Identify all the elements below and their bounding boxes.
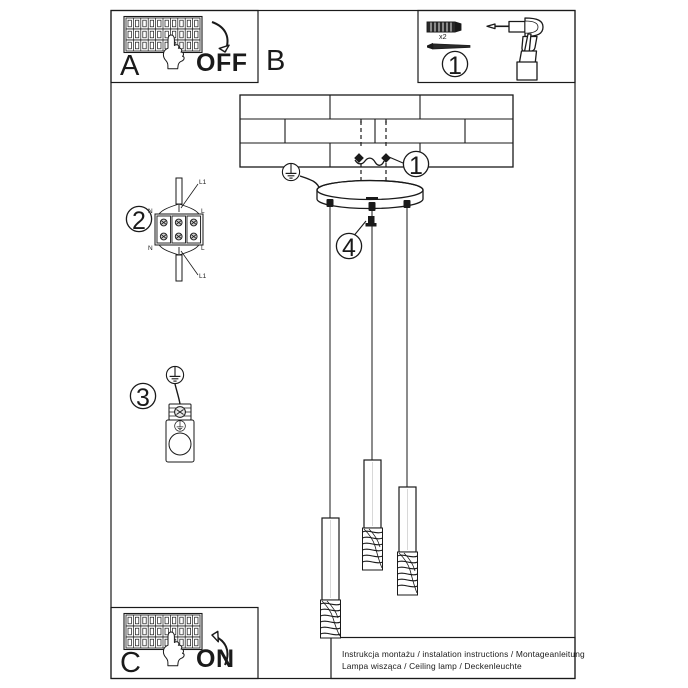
ceiling-fixing-screws bbox=[354, 119, 391, 186]
terminal-block-icon bbox=[154, 213, 204, 246]
arrow-down-curved-icon bbox=[211, 21, 230, 53]
pendant-lamp-left bbox=[320, 207, 341, 639]
wall-plug-anchor-icon bbox=[426, 21, 462, 33]
circuit-breaker-panel-icon-on bbox=[123, 612, 203, 651]
panel-c-label: C bbox=[120, 647, 141, 679]
wiring-label-l-top: L bbox=[201, 208, 205, 215]
sheet-frame bbox=[110, 9, 576, 680]
screw-icon bbox=[427, 42, 471, 50]
panel-earth-step bbox=[129, 365, 195, 463]
panel-b-overview bbox=[239, 94, 514, 639]
lamp-socket-icon bbox=[165, 403, 195, 463]
callout-cable-grip-number: 4 bbox=[342, 234, 356, 262]
brick-ceiling-icon bbox=[239, 94, 514, 168]
earth-ground-symbol-icon-step3 bbox=[165, 365, 185, 385]
panel-hardware bbox=[426, 17, 544, 81]
hardware-step-number: 1 bbox=[448, 52, 462, 80]
earth-step-number: 3 bbox=[136, 384, 150, 412]
canopy-cable-grips bbox=[326, 197, 411, 211]
wiring-label-l1-bottom: L1 bbox=[199, 273, 207, 280]
wiring-label-n-top: N bbox=[148, 208, 153, 215]
power-on-label: ON bbox=[196, 645, 235, 673]
panel-a-label: A bbox=[120, 50, 140, 82]
hardware-quantity-label: x2 bbox=[439, 32, 447, 41]
arrow-up-curved-icon bbox=[211, 630, 229, 666]
callout-cable-grip bbox=[335, 216, 377, 260]
power-off-label: OFF bbox=[196, 49, 248, 77]
wiring-label-l1-top: L1 bbox=[199, 179, 207, 186]
callout-ceiling-fixing-number: 1 bbox=[409, 152, 423, 180]
round-ceiling-canopy-icon bbox=[316, 179, 424, 210]
power-drill-icon bbox=[486, 17, 544, 81]
circuit-breaker-panel-icon bbox=[123, 15, 203, 54]
wiring-label-l-bottom: L bbox=[201, 245, 205, 252]
footer-line-2: Lampa wisząca / Ceiling lamp / Deckenleu… bbox=[342, 661, 522, 671]
panel-c-power-on bbox=[123, 612, 229, 667]
footer-line-1: Instrukcja montażu / instalation instruc… bbox=[342, 649, 585, 659]
panel-wiring-step bbox=[125, 177, 204, 282]
panel-b-label: B bbox=[266, 45, 286, 77]
callout-ceiling-fixing bbox=[388, 150, 430, 178]
earth-ground-symbol-icon bbox=[281, 162, 301, 182]
panel-a-power-off bbox=[123, 15, 230, 70]
pendant-lamp-center bbox=[362, 211, 383, 571]
wiring-step-number: 2 bbox=[132, 207, 146, 235]
wiring-label-n-bottom: N bbox=[148, 245, 153, 252]
pendant-lamp-right bbox=[397, 208, 418, 596]
